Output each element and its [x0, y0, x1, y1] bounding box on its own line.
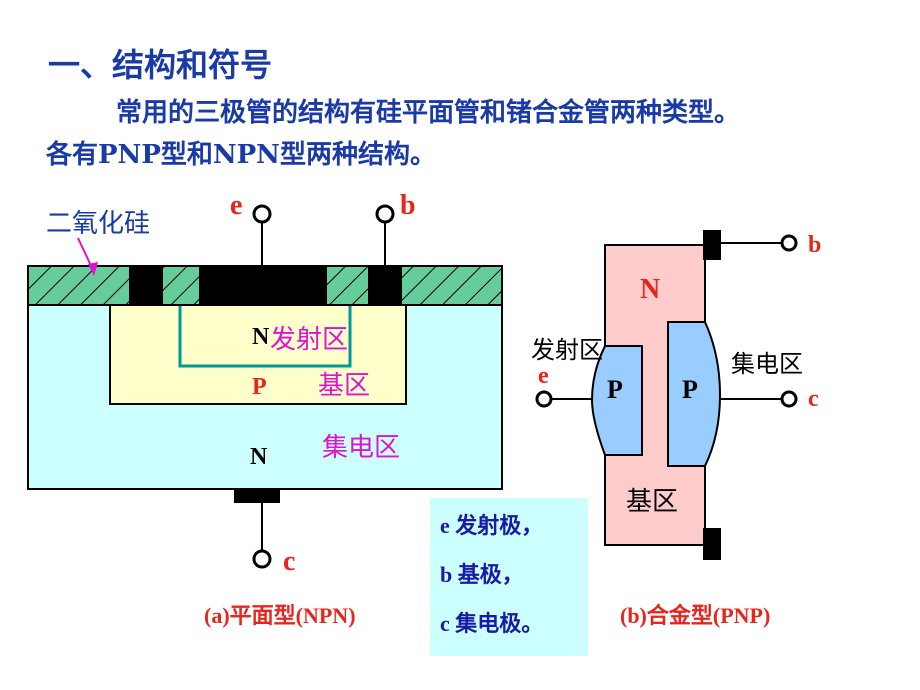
planar-emitter-label: 发射区	[270, 325, 348, 355]
planar-region-n-bottom: N	[250, 444, 268, 470]
alloy-terminal-b: b	[808, 232, 821, 258]
alloy-terminal-c: c	[808, 386, 819, 412]
collector-terminal-dot	[252, 549, 272, 569]
base-contact-left	[129, 266, 163, 306]
alloy-collector-terminal-dot	[780, 390, 798, 408]
planar-caption: (a)平面型(NPN)	[204, 603, 356, 628]
alloy-caption: (b)合金型(PNP)	[620, 603, 771, 628]
legend-emitter: e 发射极，	[440, 513, 544, 538]
planar-collector-label: 集电区	[322, 433, 400, 463]
oxide-label: 二氧化硅	[46, 209, 150, 239]
planar-npn-diagram: 二氧化硅 e b c N 发射区 P 基区 N 集电区	[27, 190, 503, 577]
alloy-region-p-right: P	[682, 375, 698, 404]
alloy-base-contact-top	[703, 230, 721, 260]
alloy-emitter-label: 发射区	[531, 336, 603, 364]
alloy-pnp-diagram: b N 发射区 e P P 集电区 c 基区	[531, 230, 821, 560]
alloy-region-n: N	[640, 274, 660, 305]
legend-collector: c 集电极。	[440, 611, 544, 636]
planar-region-n-top: N	[252, 324, 270, 350]
intro-paragraph-line1: 常用的三极管的结构有硅平面管和锗合金管两种类型。	[116, 98, 741, 128]
intro-paragraph-line2: 各有PNP型和NPN型两种结构。	[46, 140, 436, 170]
collector-contact	[234, 489, 280, 503]
alloy-base-terminal-dot	[780, 234, 798, 252]
emitter-region-outline	[178, 305, 352, 368]
alloy-region-p-left: P	[607, 375, 623, 404]
alloy-emitter-terminal-dot	[535, 390, 553, 408]
oxide-pointer-arrowhead	[88, 262, 98, 276]
alloy-base-contact-bottom	[703, 528, 721, 560]
alloy-collector-label: 集电区	[731, 350, 803, 378]
base-terminal-dot	[375, 204, 395, 224]
planar-region-p: P	[252, 374, 267, 400]
alloy-emitter-p-region	[590, 345, 643, 456]
planar-terminal-e: e	[230, 190, 242, 221]
alloy-collector-p-region	[667, 321, 722, 467]
section-heading: 一、结构和符号	[48, 46, 273, 84]
legend-base: b 基极，	[440, 562, 524, 587]
terminal-legend: e 发射极， b 基极， c 集电极。	[430, 498, 588, 656]
planar-base-label: 基区	[318, 371, 370, 401]
base-region	[109, 304, 407, 405]
alloy-terminal-e: e	[538, 363, 549, 389]
planar-terminal-b: b	[400, 190, 416, 221]
alloy-base-label: 基区	[626, 487, 678, 517]
emitter-terminal-dot	[252, 204, 272, 224]
planar-terminal-c: c	[283, 546, 295, 577]
